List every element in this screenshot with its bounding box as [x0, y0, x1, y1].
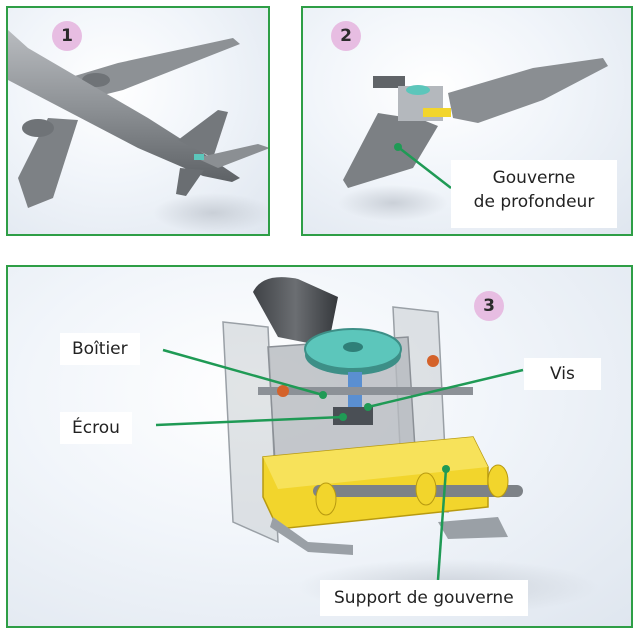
stabilizer-lower	[176, 168, 204, 196]
engine	[82, 73, 110, 87]
elevator-illustration	[338, 58, 608, 221]
support-clamp	[315, 482, 337, 516]
panel-elevator: 2 Gouverne de profondeur	[301, 6, 633, 236]
elevator-left	[343, 113, 438, 188]
engine	[22, 119, 54, 137]
vertical-fin	[178, 110, 228, 158]
elevator-right	[448, 58, 608, 123]
motor	[253, 277, 338, 347]
label-ecrou: Écrou	[60, 412, 132, 444]
step-badge: 1	[52, 21, 82, 51]
leader-line	[397, 146, 452, 189]
leader-dot	[319, 391, 327, 399]
label-boitier: Boîtier	[60, 333, 140, 365]
elevator-label: Gouverne de profondeur	[451, 160, 617, 228]
label-vis: Vis	[524, 358, 601, 390]
label-support: Support de gouverne	[320, 580, 528, 616]
gear-hub	[343, 342, 363, 352]
base-plate	[270, 517, 353, 555]
panel-airplane: 1	[6, 6, 270, 236]
airplane-illustration	[8, 30, 268, 233]
rod-upper	[258, 387, 473, 395]
leader-line-boitier	[162, 348, 324, 397]
leader-line-vis	[367, 368, 524, 409]
lower-wing	[18, 118, 78, 208]
rudder-support-top	[263, 437, 488, 489]
base-plate	[438, 517, 508, 539]
shadow	[338, 185, 448, 221]
elevator-label-line1: Gouverne	[492, 168, 576, 188]
upper-wing	[68, 38, 240, 100]
bearing	[427, 355, 439, 367]
elevator-label-line2: de profondeur	[473, 192, 595, 212]
mechanism-illustration	[155, 277, 598, 615]
step-badge: 3	[474, 291, 504, 321]
leader-dot	[339, 413, 347, 421]
step-badge: 2	[331, 21, 361, 51]
panel-mechanism: 3 Boîtier Vis Écrou Support de gouverne	[6, 265, 633, 628]
leader-dot	[364, 403, 372, 411]
leader-line-ecrou	[155, 415, 344, 427]
actuator-hint	[194, 154, 204, 160]
bearing	[277, 385, 289, 397]
leader-dot	[394, 143, 402, 151]
stabilizer-upper	[196, 144, 268, 168]
support-hint	[423, 108, 451, 117]
shadow	[153, 193, 268, 233]
motor-shaft	[373, 76, 405, 88]
leader-dot	[442, 465, 450, 473]
support-clamp	[415, 472, 437, 506]
leader-line-support	[436, 468, 448, 581]
gear-hint	[406, 85, 430, 95]
support-clamp	[487, 464, 509, 498]
fuselage	[8, 30, 240, 182]
